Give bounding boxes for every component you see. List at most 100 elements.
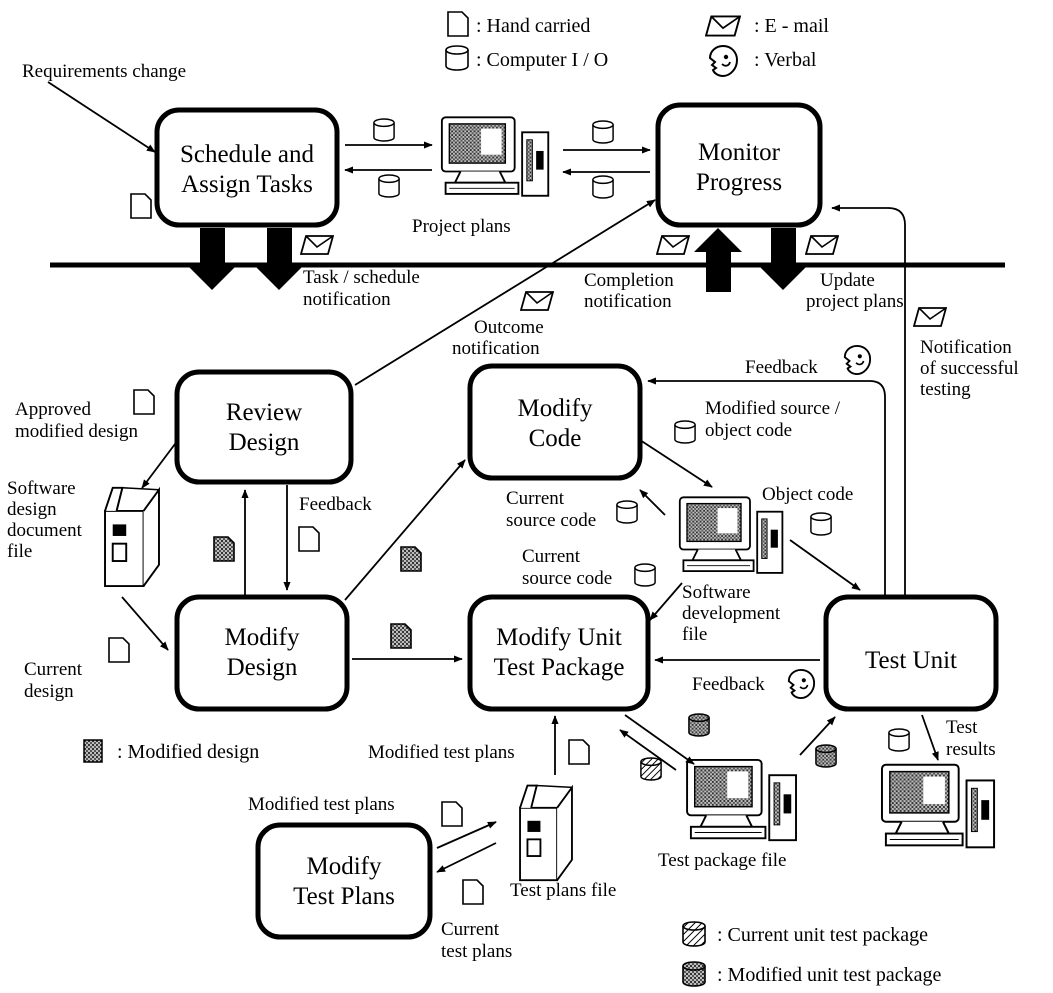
shaded-document-icon: [390, 623, 412, 649]
label-update-plans-2: project plans: [806, 291, 904, 312]
document-icon: [568, 739, 590, 765]
test-unit-line-1: Test Unit: [865, 647, 957, 674]
mtp-line-1: Modify: [307, 853, 383, 880]
label-modified-source-1: Modified source /: [705, 398, 841, 419]
arrow-current-test-plans: [436, 842, 497, 873]
flow-labels: Requirements change Task / schedule noti…: [15, 61, 1019, 962]
test-results-computer-icon: [880, 763, 996, 849]
document-icon: [108, 637, 130, 663]
label-current-source-1a: Current: [506, 488, 565, 509]
legend-hand-carried: : Hand carried: [476, 15, 590, 37]
label-approved-2: modified design: [15, 421, 138, 442]
schedule-line-1: Schedule and: [180, 141, 314, 168]
arrow-mutp-to-package-file: [624, 714, 695, 765]
label-current-test-plans-1: Current: [441, 919, 500, 940]
arrow-test-results: [921, 714, 939, 761]
test-package-computer-icon: [686, 758, 797, 842]
arrow-package-to-test-unit: [799, 716, 836, 756]
cylinder-icon: [592, 175, 614, 199]
legend-verbal-face-icon: [709, 45, 738, 77]
modify-design-line-2: Design: [227, 654, 298, 681]
shaded-document-icon: [400, 546, 422, 572]
cylinder-icon: [592, 120, 614, 144]
label-outcome-2: notification: [452, 338, 540, 359]
label-approved-1: Approved: [15, 399, 91, 420]
modify-code-line-1: Modify: [518, 395, 594, 422]
label-success-2: of successful: [920, 358, 1019, 379]
cylinder-icon: [616, 500, 638, 524]
modify-code-line-2: Code: [529, 425, 582, 452]
arrow-successful-testing: [831, 204, 906, 595]
project-plans-computer-icon: [440, 116, 550, 197]
legend-hatched-cylinder-icon: [682, 921, 706, 947]
document-icon: [133, 389, 155, 415]
process-modify-design: Modify Design: [174, 594, 350, 712]
legend-dotted-cylinder-icon: [682, 961, 706, 987]
label-success-3: testing: [920, 379, 971, 400]
label-current-source-2b: source code: [522, 568, 612, 589]
cylinder-icon: [674, 420, 696, 444]
envelope-icon: [656, 235, 690, 255]
legend-modified-design: : Modified design: [117, 741, 259, 763]
arrow-package-file-to-mutp: [619, 729, 677, 771]
label-success-1: Notification: [920, 337, 1012, 358]
hatched-cylinder-icon: [640, 757, 662, 781]
arrow-requirements-change: [47, 81, 156, 153]
sdf-line-1: Software: [682, 582, 751, 603]
document-icon: [462, 879, 484, 905]
document-icon: [441, 801, 463, 827]
process-schedule-assign-tasks: Schedule and Assign Tasks: [154, 107, 340, 228]
cylinder-icon: [888, 728, 910, 752]
label-feedback-top: Feedback: [745, 357, 818, 378]
mutp-line-1: Modify Unit: [496, 624, 622, 651]
review-line-2: Design: [229, 429, 300, 456]
label-task-schedule-1: Task / schedule: [303, 267, 420, 288]
label-feedback-test: Feedback: [692, 674, 765, 695]
document-icon: [130, 193, 152, 219]
label-feedback-review: Feedback: [299, 494, 372, 515]
cylinder-icon: [373, 118, 395, 142]
test-plans-cabinet-icon: [519, 784, 573, 882]
cylinder-icon: [634, 563, 656, 587]
sddf-line-4: file: [7, 541, 32, 562]
legend-verbal: : Verbal: [754, 49, 817, 71]
dotted-cylinder-icon: [688, 713, 710, 737]
envelope-icon: [520, 291, 554, 311]
review-line-1: Review: [226, 399, 302, 426]
label-test-results-2: results: [946, 739, 996, 760]
label-current-source-2a: Current: [522, 546, 581, 567]
label-current-design-1: Current: [24, 659, 83, 680]
project-plans-label: Project plans: [412, 216, 511, 237]
connectors: [47, 81, 939, 873]
legend-computer-io: : Computer I / O: [476, 49, 608, 71]
software-development-computer-icon: [678, 496, 784, 574]
legend-email: : E - mail: [754, 15, 829, 37]
sdf-line-3: file: [682, 624, 707, 645]
legend-cylinder-icon: [445, 45, 469, 71]
cylinder-icon: [810, 512, 832, 536]
block-arrow-up: [694, 228, 742, 292]
process-test-unit: Test Unit: [823, 594, 999, 712]
document-icon: [298, 526, 320, 552]
arrow-outcome-notification: [354, 199, 656, 386]
label-outcome-1: Outcome: [474, 317, 544, 338]
mtp-line-2: Test Plans: [293, 883, 395, 910]
legend-envelope-icon: [705, 15, 741, 37]
sdf-line-2: development: [682, 603, 781, 624]
legend-modified-unit-test-package: : Modified unit test package: [717, 964, 942, 986]
arrow-current-source-to-code: [639, 489, 666, 516]
legend-shaded-square-icon: [83, 739, 103, 763]
envelope-icon: [805, 235, 839, 255]
label-current-design-2: design: [24, 681, 74, 702]
label-update-plans-1: Update: [820, 270, 875, 291]
label-modified-test-plans-1: Modified test plans: [368, 742, 515, 763]
dotted-cylinder-icon: [815, 744, 837, 768]
verbal-face-icon: [787, 668, 816, 700]
arrow-modified-test-plans: [436, 821, 497, 849]
shaded-document-icon: [213, 536, 235, 562]
process-monitor-progress: Monitor Progress: [655, 102, 823, 228]
cylinder-icon: [378, 174, 400, 198]
arrow-review-to-design-file: [141, 439, 179, 489]
arrow-feedback-to-modify-code: [647, 377, 886, 595]
